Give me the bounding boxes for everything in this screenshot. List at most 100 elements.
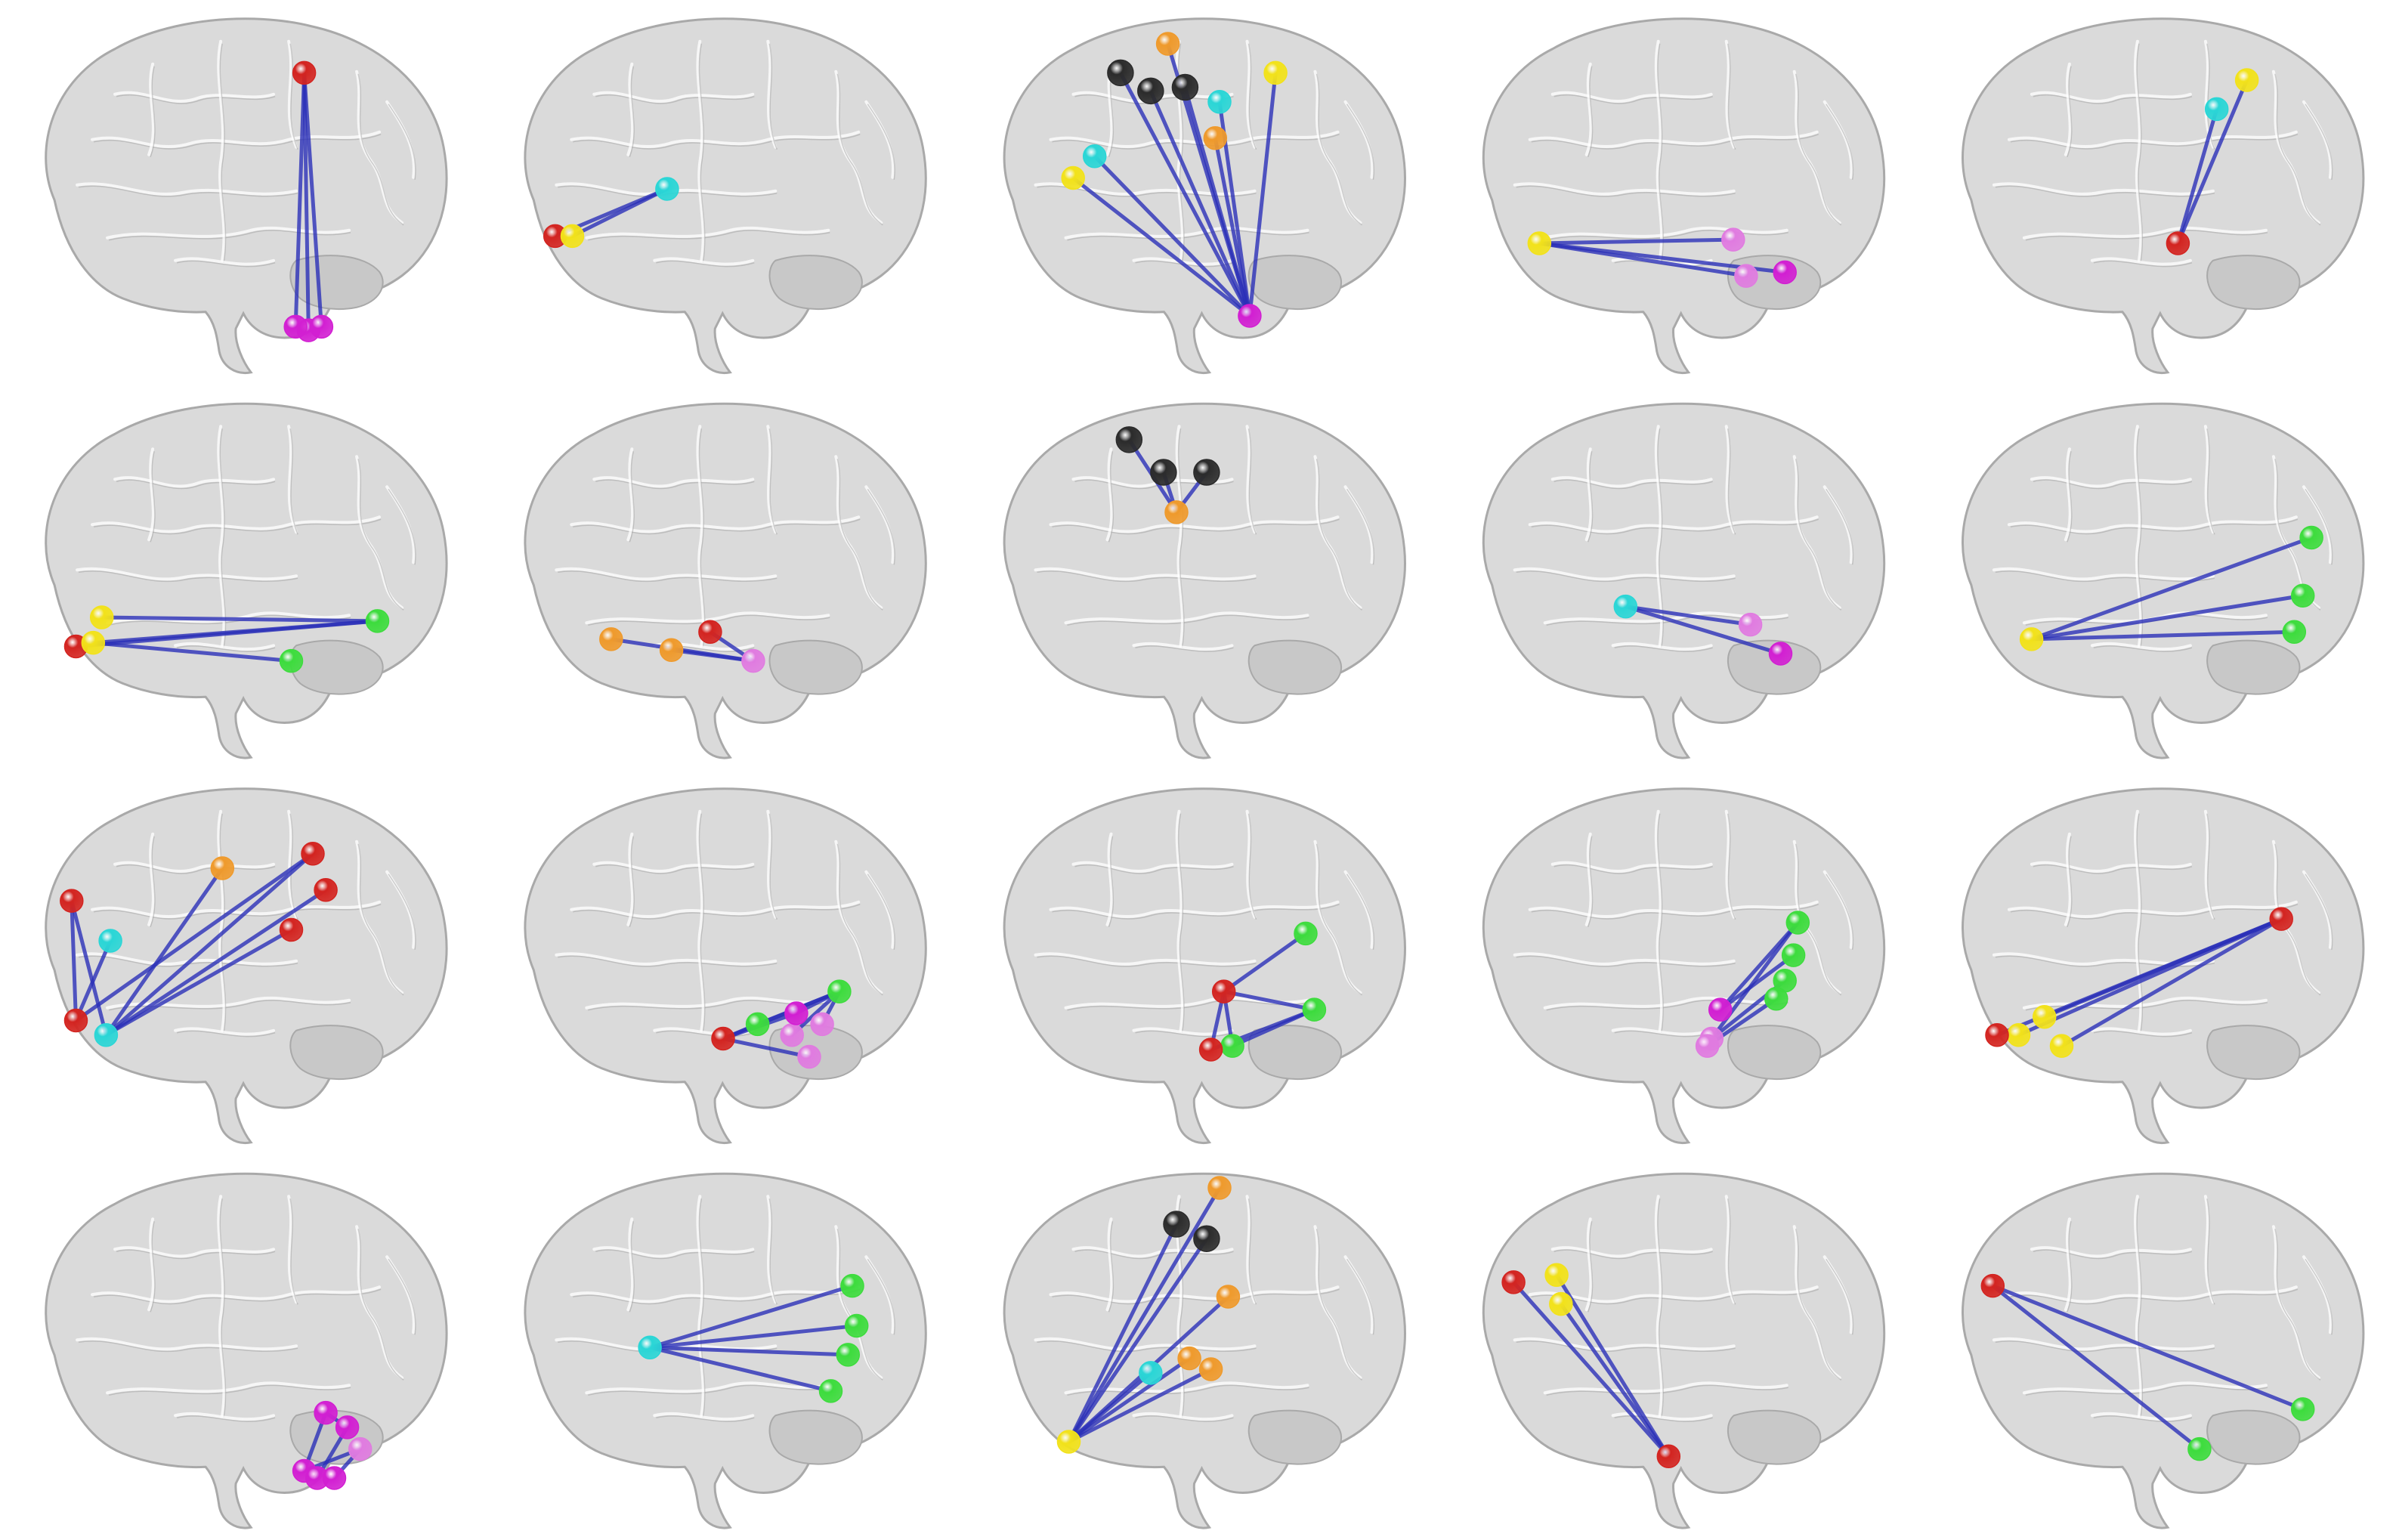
sulcus-shadow [1346, 104, 1375, 180]
cerebellum [289, 639, 384, 695]
region-node-red [1501, 1270, 1526, 1294]
sulcus-line [355, 840, 404, 994]
sulcus-shadow [78, 571, 298, 583]
region-node-magenta [283, 314, 308, 339]
sulcus-line [147, 447, 155, 542]
sulcus-line [2134, 1195, 2143, 1418]
sulcus-shadow [656, 260, 755, 267]
sulcus-shadow [1657, 813, 1664, 1033]
cerebellum [2206, 255, 2301, 311]
sulcus-line [592, 861, 755, 873]
sulcus-shadow [2305, 104, 2333, 180]
sulcus-line [1049, 515, 1340, 533]
sulcus-line [1528, 130, 1819, 148]
sulcus-line [1992, 182, 2215, 196]
sulcus-line [174, 257, 276, 266]
sulcus-line [2271, 1225, 2320, 1380]
sulcus-shadow [1247, 1198, 1257, 1305]
sulcus-shadow [867, 104, 895, 180]
cerebellum [768, 1409, 863, 1465]
sulcus-shadow [2274, 1229, 2321, 1381]
sulcus-line [1550, 476, 1713, 488]
sulcus-shadow [289, 813, 298, 920]
sulcus-shadow [629, 451, 635, 543]
region-node-orange [1198, 1357, 1223, 1381]
sulcus-line [1550, 1246, 1713, 1258]
sulcus-line [1513, 952, 1736, 966]
sulcus-shadow [1546, 1384, 1788, 1396]
sulcus-line [766, 425, 778, 534]
brain-panel-7 [524, 402, 927, 759]
sulcus-line [2090, 257, 2192, 266]
connection-edge [1247, 70, 1278, 318]
connection-edge [648, 1323, 859, 1350]
region-node-red [698, 620, 722, 644]
sulcus-line [1543, 226, 1788, 240]
sulcus-shadow [78, 185, 298, 197]
region-node-pink [1721, 227, 1745, 252]
connection-edge [104, 852, 315, 1037]
sulcus-line [766, 39, 778, 149]
brain-panel-6 [45, 402, 448, 759]
sulcus-line [1724, 39, 1736, 149]
sulcus-shadow [2067, 66, 2073, 158]
sulcus-shadow [1587, 836, 1594, 928]
sulcus-shadow [1135, 645, 1234, 652]
sulcus-shadow [2274, 73, 2321, 226]
sulcus-line [174, 1412, 276, 1421]
region-node-magenta [309, 314, 334, 339]
sulcus-line [585, 226, 830, 240]
connection-edge [648, 1345, 833, 1393]
sulcus-line [113, 861, 276, 873]
sulcus-line [1611, 1027, 1713, 1036]
cerebellum [1247, 1025, 1343, 1081]
sulcus-shadow [1554, 94, 1713, 104]
sulcus-shadow [1587, 451, 1594, 543]
sulcus-shadow [1826, 874, 1854, 950]
brain-panel-20 [1962, 1172, 2365, 1529]
sulcus-shadow [2136, 1198, 2144, 1418]
sulcus-line [2090, 642, 2192, 651]
sulcus-line [1105, 447, 1114, 542]
sulcus-line [1343, 100, 1374, 179]
connection-edge [1093, 154, 1252, 318]
region-node-orange [659, 638, 684, 662]
sulcus-line [1343, 1255, 1374, 1334]
sulcus-shadow [289, 43, 298, 150]
cerebellum [1247, 1409, 1343, 1465]
sulcus-line [592, 91, 755, 103]
region-node-cyan [2204, 97, 2229, 122]
sulcus-line [2030, 861, 2192, 873]
region-node-cyan [1207, 90, 1232, 114]
sulcus-shadow [595, 94, 755, 104]
sulcus-shadow [1795, 459, 1842, 611]
sulcus-line [2030, 476, 2192, 488]
sulcus-line [2203, 1195, 2215, 1304]
sulcus-line [355, 455, 404, 610]
sulcus-shadow [867, 488, 895, 565]
region-node-green [365, 609, 390, 633]
connection-edge [1511, 1280, 1671, 1458]
sulcus-shadow [2093, 645, 2193, 652]
sulcus-line [585, 1381, 830, 1395]
sulcus-line [355, 1225, 404, 1380]
sulcus-shadow [1346, 488, 1375, 565]
sulcus-shadow [357, 459, 404, 611]
sulcus-shadow [1531, 1288, 1819, 1305]
brain-panel-5 [1962, 17, 2365, 375]
sulcus-line [570, 900, 861, 918]
sulcus-line [696, 1195, 705, 1418]
brain-panel-14 [1482, 787, 1886, 1145]
sulcus-line [1513, 182, 1736, 196]
sulcus-shadow [289, 1198, 298, 1305]
sulcus-line [385, 870, 416, 949]
region-node-yellow [1527, 231, 1552, 255]
region-node-magenta [314, 1400, 338, 1425]
region-node-orange [1155, 32, 1180, 56]
sulcus-line [766, 809, 778, 919]
sulcus-line [592, 1246, 755, 1258]
sulcus-line [147, 832, 155, 926]
connection-edge [1067, 1236, 1209, 1444]
sulcus-shadow [2206, 428, 2215, 535]
sulcus-shadow [2305, 874, 2333, 950]
